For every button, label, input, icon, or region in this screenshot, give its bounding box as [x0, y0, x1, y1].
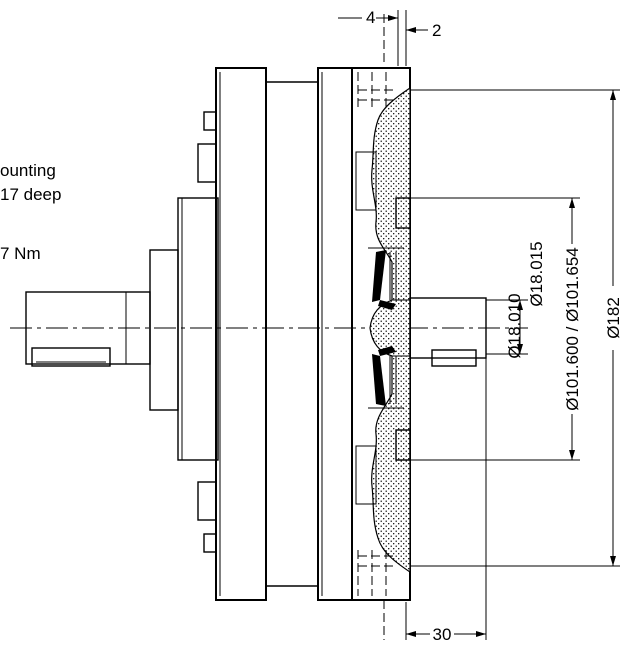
note-line-2: 17 deep: [0, 185, 61, 204]
pilot-steps: [395, 197, 411, 461]
output-shaft: [409, 297, 487, 367]
extension-lines: [397, 10, 620, 640]
dim-pilot: Ø101.600 / Ø101.654: [563, 247, 582, 411]
spring-section: [355, 151, 404, 505]
dim-top-right: 2: [432, 21, 441, 40]
note-line-3: 7 Nm: [0, 244, 41, 263]
bolt-heads: [197, 111, 217, 553]
dim-bottom: 30: [433, 625, 452, 644]
dim-bore-upper: Ø18.010: [505, 293, 524, 358]
mounting-flange: [177, 197, 219, 461]
mounting-note: ounting 17 deep 7 Nm: [0, 161, 61, 263]
dim-outer: Ø182: [604, 297, 623, 339]
dimension-labels: 4 2 Ø18.010 Ø18.015 Ø101.600 / Ø101.654 …: [362, 6, 623, 644]
hub: [149, 249, 179, 411]
main-housing: [215, 67, 353, 601]
dim-top-left: 4: [366, 8, 375, 27]
input-shaft: [25, 291, 151, 367]
note-line-1: ounting: [0, 161, 56, 180]
hidden-detail-lines: [357, 14, 394, 640]
rotor-plate: [351, 67, 411, 601]
dim-bore-lower: Ø18.015: [527, 241, 546, 306]
